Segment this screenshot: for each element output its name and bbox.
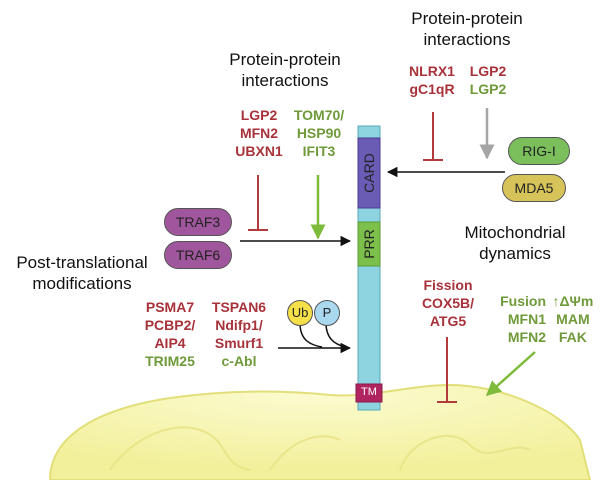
ptm-arrow [278,322,352,354]
ppi-right-lgp2-inhibit: LGP2 [469,63,507,79]
mito-activator: MFN2 [507,329,546,345]
ppi-right-inhibitors: NLRX1 gC1qR [402,62,462,98]
ppi-right-lgp2-activate: LGP2 [469,81,507,97]
ptm-col1: PSMA7 PCBP2/ AIP4 TRIM25 [135,298,205,370]
ptm-col2-item: Ndifp1/ [215,317,263,333]
mito-heading-line2: dynamics [479,244,551,263]
mda5-pill: MDA5 [502,174,566,202]
ppi-right-heading-line2: interactions [423,30,511,49]
ppi-left-inhibitor: LGP2 [240,107,278,123]
ppi-right-heading: Protein-protein interactions [392,8,542,50]
tm-domain [355,383,383,403]
mito-heading: Mitochondrial dynamics [440,222,590,264]
traf3-pill: TRAF3 [164,208,232,236]
p-circle: P [314,300,340,326]
mito-heading-line1: Mitochondrial [464,223,566,242]
ppi-right-heading-line1: Protein-protein [411,9,523,28]
mito-activator: FAK [558,329,587,345]
mito-activator-row: MFN1 MAM [494,310,600,328]
mito-activator: Fusion [500,293,546,309]
mito-activators: Fusion ↑ΔΨm MFN1 MAM MFN2 FAK [494,292,600,346]
ppi-left-inhibitor: MFN2 [239,125,279,141]
ptm-col1-item: PSMA7 [145,299,195,315]
left-inhibit-arrow [248,175,268,231]
ptm-col1-item: AIP4 [154,335,186,351]
mito-activator-row: MFN2 FAK [494,328,600,346]
ppi-left-activator: TOM70/ [293,107,345,123]
ub-circle: Ub [287,300,313,326]
tm-label: TM [361,386,377,398]
ptm-col2-item: TSPAN6 [211,299,267,315]
ppi-right-inhibitor: gC1qR [409,81,455,97]
ptm-heading: Post-translational modifications [2,252,162,294]
mito-inhibitor: COX5B/ [421,295,475,311]
ptm-col2: TSPAN6 Ndifp1/ Smurf1 c-Abl [206,298,272,370]
ppi-right-inhibitor: NLRX1 [409,63,455,79]
mitochondrion [48,383,592,480]
mito-inhibitor: ATG5 [429,313,467,329]
mito-activator: ↑ΔΨm [552,293,594,309]
mito-activator: MFN1 [507,311,546,327]
rigi-pill: RIG-I [508,137,570,165]
traf6-pill: TRAF6 [164,241,232,269]
card-label: CARD [361,153,377,193]
ptm-col1-green: TRIM25 [145,353,195,369]
ppi-left-heading-line1: Protein-protein [229,50,341,69]
ppi-left-heading: Protein-protein interactions [210,49,360,91]
ptm-col2-item: Smurf1 [214,335,264,351]
ppi-right-lgp2: LGP2 LGP2 [466,62,510,98]
ptm-heading-line1: Post-translational [16,253,148,272]
ppi-left-activator: IFIT3 [302,143,336,159]
mito-activator: MAM [556,311,590,327]
ptm-col2-green: c-Abl [221,353,257,369]
ppi-left-inhibitors: LGP2 MFN2 UBXN1 [232,106,286,160]
right-inhibit-arrow [423,112,443,161]
ppi-left-activators: TOM70/ HSP90 IFIT3 [288,106,350,160]
mito-inhibitors: Fission COX5B/ ATG5 [415,276,481,330]
card-domain [357,137,381,209]
ppi-left-heading-line2: interactions [241,71,329,90]
prr-label: PRR [361,229,377,259]
ppi-left-inhibitor: UBXN1 [235,143,283,159]
mito-activator-row: Fusion ↑ΔΨm [494,292,600,310]
ppi-left-activator: HSP90 [296,125,342,141]
mito-activate-arrow [485,351,536,397]
ptm-heading-line2: modifications [32,274,132,293]
mito-inhibit-arrow [437,337,457,403]
prr-domain [357,221,381,267]
ptm-col1-item: PCBP2/ [144,317,196,333]
mito-inhibitor: Fission [423,277,473,293]
